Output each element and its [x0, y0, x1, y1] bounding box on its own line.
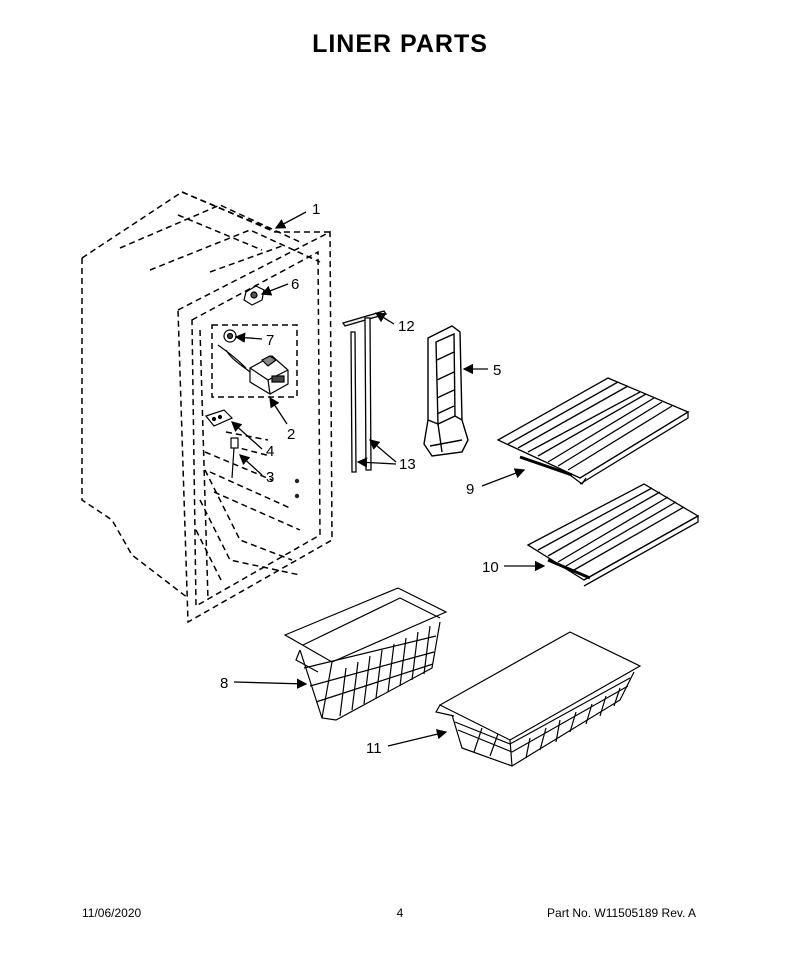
leader-3: [239, 454, 263, 476]
callout-6: 6: [291, 276, 299, 293]
leader-8: [233, 678, 308, 689]
callout-1: 1: [312, 201, 320, 218]
callout-10: 10: [482, 559, 499, 576]
callout-13: 13: [399, 456, 416, 473]
part-3-probe: [230, 437, 239, 479]
cabinet-screws: [294, 478, 300, 499]
callout-9: 9: [466, 481, 474, 498]
part-10-wire-shelf: [526, 483, 700, 587]
callout-7: 7: [266, 332, 274, 349]
leader-1: [274, 211, 307, 229]
leader-12: [374, 312, 395, 325]
leader-2: [269, 396, 288, 425]
leader-7: [234, 332, 263, 343]
callout-8: 8: [220, 675, 228, 692]
callout-11: 11: [366, 740, 382, 757]
footer-page-number: 4: [396, 906, 404, 920]
part-2-control-housing: [217, 344, 289, 395]
footer-date: 11/06/2020: [82, 906, 142, 920]
leader-9: [481, 468, 526, 487]
callout-4: 4: [266, 443, 274, 460]
leader-6: [260, 283, 289, 296]
callout-2: 2: [287, 426, 295, 443]
page-title: LINER PARTS: [312, 30, 488, 58]
leader-13b: [356, 457, 397, 468]
part-9-wire-shelf: [496, 377, 690, 485]
callout-12: 12: [398, 318, 415, 335]
part-13-rods: [350, 317, 372, 473]
leader-13a: [369, 439, 397, 463]
callout-3: 3: [266, 469, 274, 486]
part-6-bracket: [243, 285, 265, 306]
callout-numbers: 1 6 7 2 4 3 12 13 5 9 10 8 11: [220, 201, 501, 757]
liner-cabinet: [81, 191, 333, 624]
footer-part-number: Part No. W11505189 Rev. A: [547, 906, 696, 920]
leader-11: [387, 729, 448, 747]
part-11-basket: [435, 631, 642, 767]
part-5-air-tower: [423, 325, 469, 457]
leader-4: [231, 421, 263, 450]
part-7-sensor: [223, 329, 237, 343]
part-4-light: [204, 409, 234, 427]
callout-5: 5: [493, 362, 501, 379]
part-8-basket: [283, 587, 448, 721]
leader-lines: [231, 211, 546, 747]
